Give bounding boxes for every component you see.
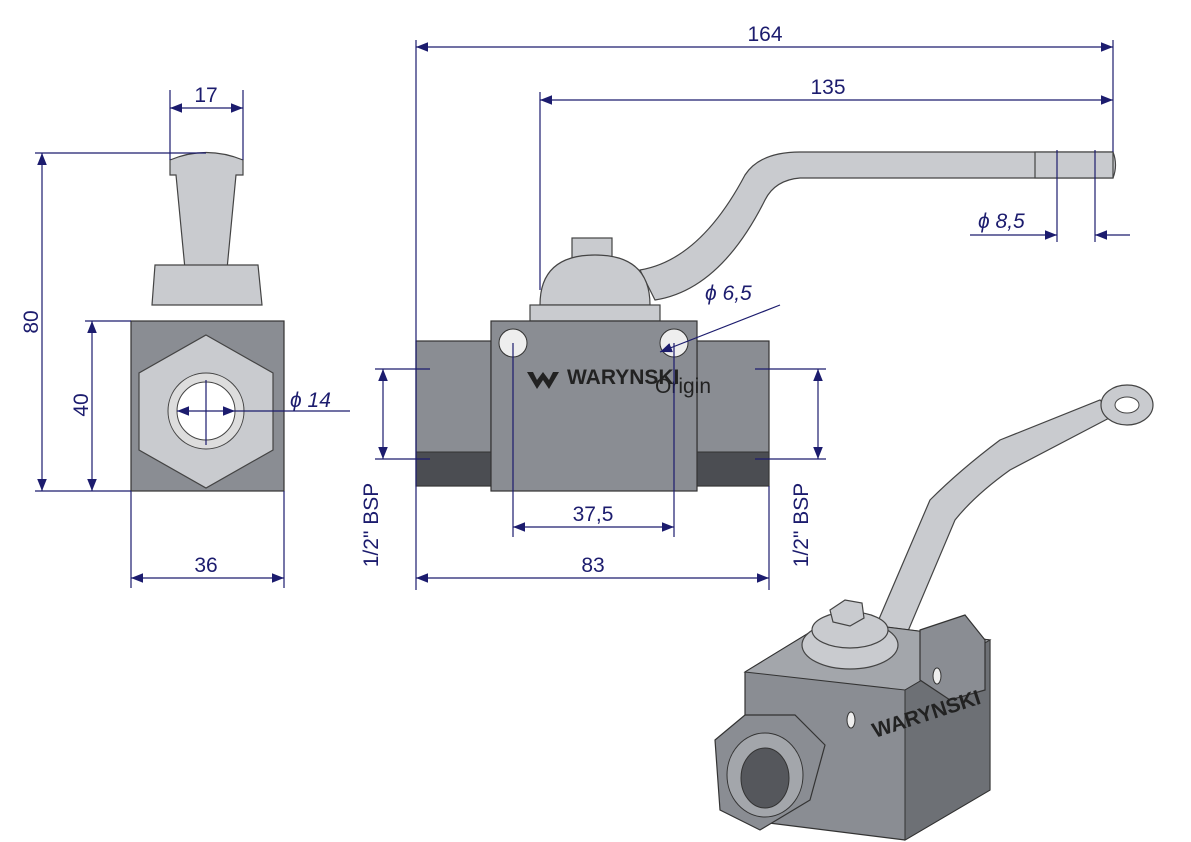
brand-logo: WARYNSKI Origin (527, 366, 711, 398)
thread-right (696, 451, 770, 487)
dim-83: 83 (581, 554, 604, 577)
nut-iso (829, 599, 865, 627)
stem-plate (529, 304, 661, 322)
brand-name: WARYNSKI (567, 366, 679, 389)
mount-hole-iso-left (846, 711, 856, 729)
mount-hole-iso-right (932, 667, 942, 685)
port-bore-iso (740, 747, 790, 809)
handle-front (639, 151, 1117, 301)
front-view: WARYNSKI Origin (415, 151, 1117, 492)
dim-phi8-5: ϕ 8,5 (978, 210, 1025, 233)
handle-hole-iso (1114, 396, 1140, 414)
isometric-view: WARYNSKI (714, 384, 1154, 841)
brand-sub: Origin (655, 375, 711, 398)
dim-bsp-left: 1/2" BSP (360, 483, 383, 568)
dim-164: 164 (747, 23, 782, 46)
bonnet-side (151, 264, 263, 306)
dim-40: 40 (70, 393, 93, 416)
dim-80: 80 (20, 310, 43, 333)
side-view (130, 151, 285, 492)
logo-mark (527, 372, 559, 389)
dim-phi14: ϕ 14 (290, 389, 331, 412)
dim-135: 135 (810, 76, 845, 99)
dim-36: 36 (194, 554, 217, 577)
dim-phi6-5: ϕ 6,5 (705, 282, 752, 305)
bonnet-front (539, 254, 651, 306)
handle-eye (1034, 151, 1114, 179)
dim-17: 17 (194, 84, 217, 107)
front-dimensions: 164 135 ϕ 8,5 ϕ 6,5 37,5 83 1/2" BSP 1/2… (360, 23, 1130, 590)
dim-bsp-right: 1/2" BSP (790, 483, 813, 568)
handle-iso (869, 399, 1117, 651)
side-dimensions: 17 80 40 36 ϕ 14 (20, 84, 350, 588)
thread-left (415, 451, 492, 487)
dim-37-5: 37,5 (573, 503, 614, 526)
